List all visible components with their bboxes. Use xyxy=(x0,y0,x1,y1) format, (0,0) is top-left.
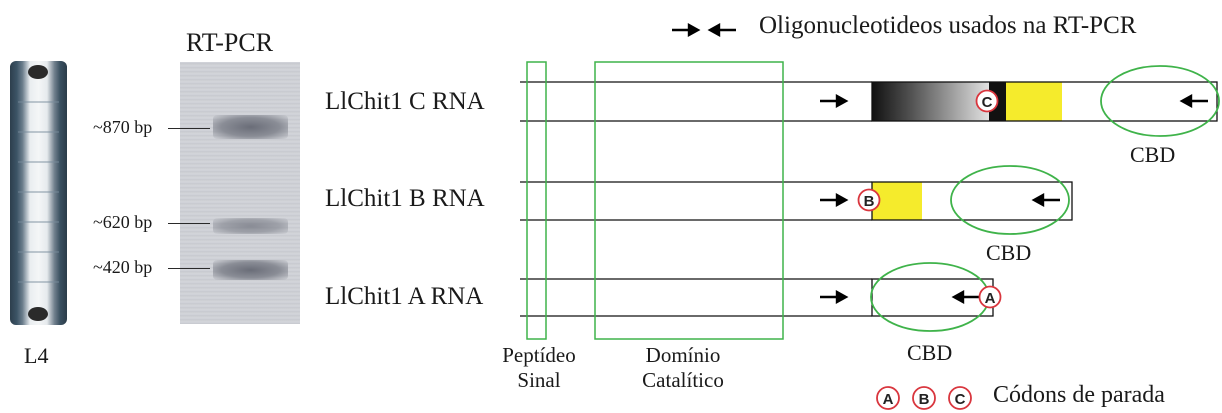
transcript-c-utr-gradient xyxy=(872,82,989,121)
marker-620: ~620 bp xyxy=(93,212,153,232)
marker-620-line xyxy=(168,223,210,224)
cbd-label-b: CBD xyxy=(986,240,1032,265)
stop-legend-label: Códons de parada xyxy=(993,382,1165,408)
row-label-c: LlChit1 C RNA xyxy=(325,88,485,115)
reverse-arrow-c xyxy=(1179,93,1193,109)
catalytic-domain-box xyxy=(594,61,784,340)
svg-text:C: C xyxy=(982,94,993,111)
marker-420: ~420 bp xyxy=(93,257,153,277)
gel-image xyxy=(180,62,300,324)
svg-text:A: A xyxy=(985,290,996,307)
catalytic-domain-label-line2: Catalítico xyxy=(642,368,724,392)
reverse-arrow-a xyxy=(951,289,965,305)
gel-band-620 xyxy=(213,218,288,234)
transcript-c-yellow-exon xyxy=(1006,82,1062,121)
svg-text:B: B xyxy=(919,391,930,408)
cbd-label-c: CBD xyxy=(1130,142,1176,167)
stop-codon-c: C xyxy=(975,89,999,113)
catalytic-domain-label-line1: Domínio xyxy=(645,343,721,367)
svg-text:B: B xyxy=(864,193,875,210)
gel-title: RT-PCR xyxy=(186,28,274,57)
primer-legend-label: Oligonucleotideos usados na RT-PCR xyxy=(759,12,1137,39)
svg-text:C: C xyxy=(955,391,966,408)
larva-photo xyxy=(10,61,67,325)
stop-codon-b: B xyxy=(857,188,881,212)
transcript-a: A xyxy=(520,262,1002,332)
stop-legend-circles: A B C xyxy=(876,386,972,410)
signal-peptide-label: Peptídeo Sinal xyxy=(489,343,589,393)
gel-band-420 xyxy=(213,260,288,280)
signal-peptide-label-line1: Peptídeo xyxy=(502,343,576,367)
cbd-oval-c xyxy=(1100,65,1220,137)
forward-arrow-a xyxy=(835,289,849,305)
row-label-a: LlChit1 A RNA xyxy=(325,283,484,310)
larva-label: L4 xyxy=(24,343,49,368)
stop-legend-b: B xyxy=(912,386,936,410)
marker-870-line xyxy=(168,128,210,129)
reverse-arrow-b xyxy=(1031,192,1045,208)
marker-420-line xyxy=(168,268,210,269)
cbd-oval-b xyxy=(950,165,1070,235)
catalytic-domain-label: Domínio Catalítico xyxy=(618,343,748,393)
transcript-c-box xyxy=(871,81,1218,122)
primer-legend-arrows xyxy=(672,22,736,38)
larva-tail xyxy=(28,307,48,321)
signal-peptide-label-line2: Sinal xyxy=(517,368,561,392)
marker-870: ~870 bp xyxy=(93,117,153,137)
stop-codon-a: A xyxy=(978,285,1002,309)
signal-peptide-box xyxy=(526,61,547,340)
forward-arrow-c xyxy=(835,93,849,109)
stop-legend-c: C xyxy=(948,386,972,410)
stop-legend-a: A xyxy=(876,386,900,410)
gel-band-870 xyxy=(213,115,288,139)
transcript-c: C xyxy=(520,65,1220,137)
cbd-label-a: CBD xyxy=(907,340,953,365)
forward-arrow-b xyxy=(835,192,849,208)
transcript-b: B xyxy=(520,165,1073,235)
svg-text:A: A xyxy=(883,391,894,408)
larva-head xyxy=(28,65,48,79)
row-label-b: LlChit1 B RNA xyxy=(325,185,485,212)
